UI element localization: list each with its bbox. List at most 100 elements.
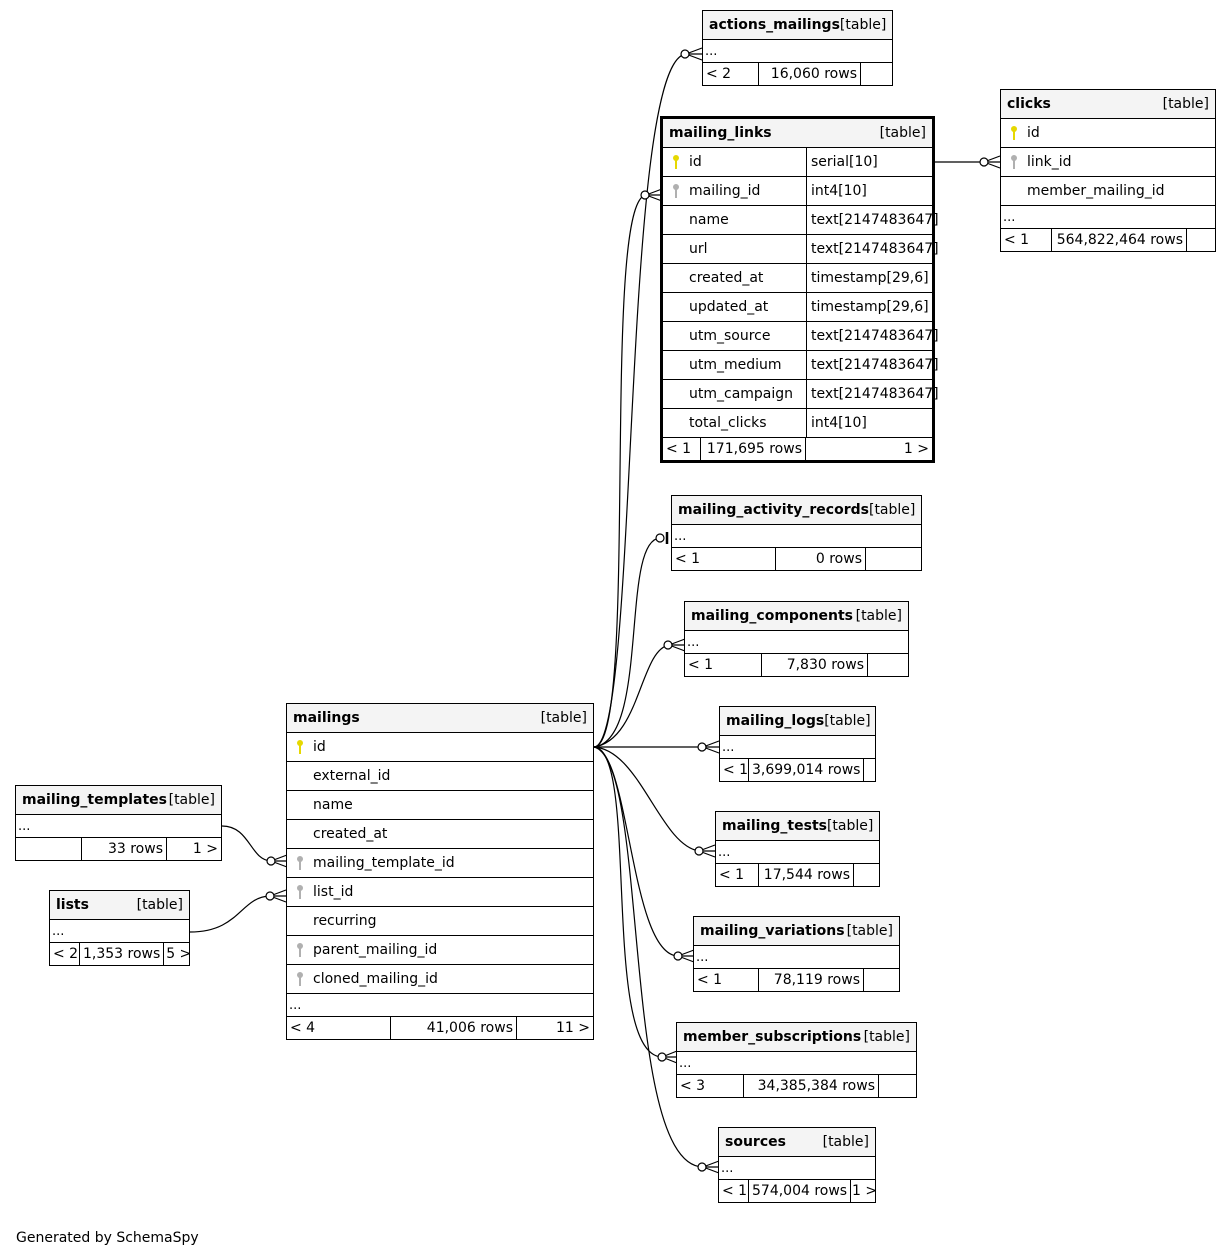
children-count[interactable]	[854, 864, 879, 886]
rel-sources	[593, 746, 704, 1168]
column-row[interactable]: name	[287, 791, 593, 820]
children-count[interactable]	[879, 1075, 916, 1097]
column-cell: list_id	[287, 878, 593, 906]
rel-mailing-components	[593, 644, 670, 748]
column-row[interactable]: member_mailing_id	[1001, 177, 1215, 206]
column-row[interactable]: list_id	[287, 878, 593, 907]
children-count[interactable]: 1 >	[192, 841, 218, 857]
more-columns: ...	[685, 631, 908, 654]
column-cell: utm_medium	[663, 351, 806, 379]
table-header: sources[table]	[719, 1128, 875, 1157]
more-columns: ...	[694, 946, 899, 969]
column-cell: total_clicks	[663, 409, 806, 437]
parents-count[interactable]: < 2	[50, 943, 80, 965]
table-name: member_subscriptions	[683, 1029, 862, 1045]
rel-mailing-activity-records	[593, 537, 661, 748]
children-count[interactable]: 1 >	[852, 1183, 878, 1199]
parents-count[interactable]: < 3	[677, 1075, 744, 1097]
column-type: int4[10]	[806, 409, 932, 437]
row-count: 1,353 rows	[80, 943, 165, 965]
column-row[interactable]: id	[287, 733, 593, 762]
column-cell: created_at	[663, 264, 806, 292]
parents-count[interactable]: < 1	[720, 759, 749, 781]
column-name: created_at	[313, 826, 388, 842]
column-name: cloned_mailing_id	[313, 971, 438, 987]
table-type: [table]	[826, 818, 874, 834]
parents-count[interactable]: < 1	[663, 438, 701, 460]
column-row[interactable]: link_id	[1001, 148, 1215, 177]
table-header: member_subscriptions[table]	[677, 1023, 916, 1052]
column-type: text[2147483647]	[806, 351, 939, 379]
column-name: id	[1027, 125, 1040, 141]
parents-count[interactable]: < 4	[287, 1017, 391, 1039]
children-count[interactable]	[1187, 229, 1215, 251]
table-name: mailing_tests	[722, 818, 827, 834]
row-count: 34,385,384 rows	[744, 1075, 879, 1097]
column-row[interactable]: external_id	[287, 762, 593, 791]
table-header: mailing_activity_records[table]	[672, 496, 921, 525]
more-columns: ...	[720, 736, 875, 759]
column-row[interactable]: recurring	[287, 907, 593, 936]
column-name: external_id	[313, 768, 391, 784]
column-row[interactable]: parent_mailing_id	[287, 936, 593, 965]
foreign-key-icon	[293, 855, 307, 871]
rel-mailing-templates	[221, 825, 272, 862]
parents-count[interactable]: < 1	[672, 548, 776, 570]
column-row[interactable]: created_at	[287, 820, 593, 849]
parents-count[interactable]: < 1	[716, 864, 759, 886]
children-count[interactable]: 11 >	[556, 1020, 590, 1036]
more-columns: ...	[287, 994, 593, 1017]
children-count[interactable]: 1 >	[903, 441, 929, 457]
column-row[interactable]: mailing_template_id	[287, 849, 593, 878]
children-count[interactable]	[864, 759, 875, 781]
column-type: serial[10]	[806, 148, 932, 176]
column-row[interactable]: cloned_mailing_id	[287, 965, 593, 994]
column-name: mailing_template_id	[313, 855, 455, 871]
parents-count[interactable]: < 1	[719, 1180, 749, 1202]
parents-count[interactable]: < 1	[685, 654, 762, 676]
children-count[interactable]	[864, 969, 899, 991]
table-header: mailing_components[table]	[685, 602, 908, 631]
column-cell: mailing_template_id	[287, 849, 593, 877]
parents-count[interactable]: < 1	[694, 969, 759, 991]
children-count[interactable]: 5 >	[166, 946, 192, 962]
children-count[interactable]	[866, 548, 921, 570]
parents-count[interactable]: < 2	[703, 63, 759, 85]
row-count: 17,544 rows	[759, 864, 854, 886]
parents-count[interactable]: < 1	[1001, 229, 1052, 251]
column-row[interactable]: id	[1001, 119, 1215, 148]
table-name: mailing_components	[691, 608, 854, 624]
children-count[interactable]	[861, 63, 892, 85]
parents-count[interactable]	[16, 838, 82, 860]
children-count[interactable]	[868, 654, 908, 676]
column-cell: created_at	[287, 820, 593, 848]
table-type: [table]	[855, 608, 902, 624]
row-count: 33 rows	[82, 838, 167, 860]
